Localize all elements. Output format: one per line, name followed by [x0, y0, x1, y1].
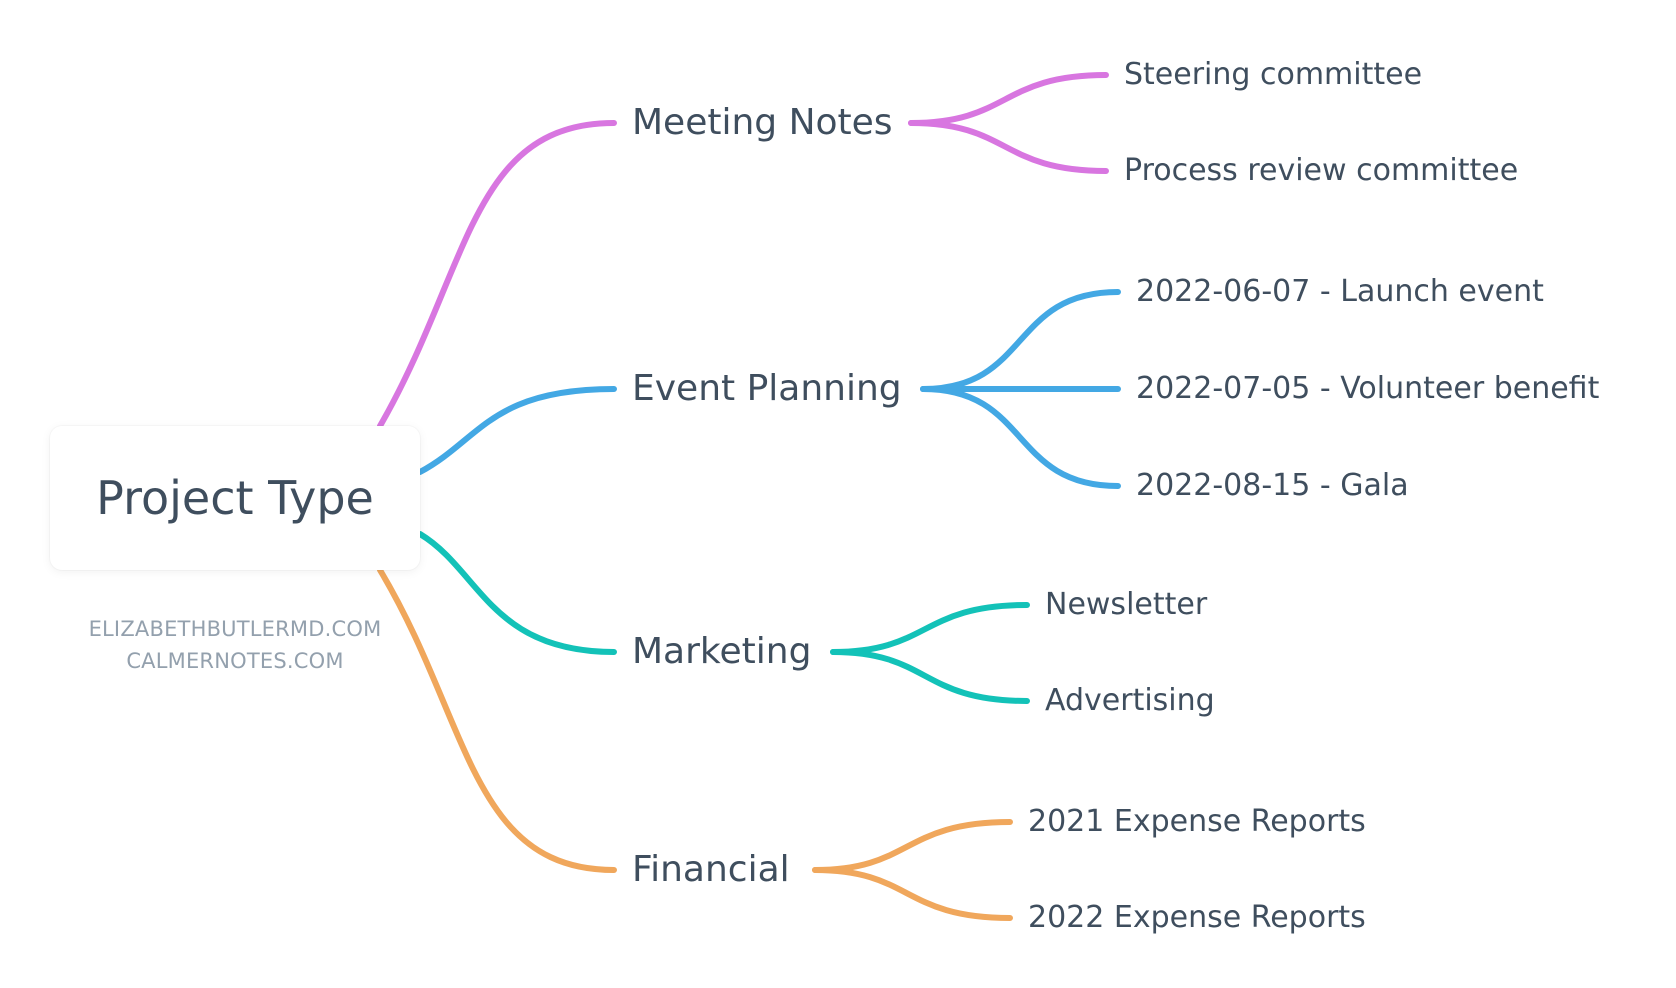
edge-event-planning-gala [920, 386, 1121, 489]
leaf-node-2021-expense-reports[interactable]: 2021 Expense Reports [1028, 804, 1366, 839]
edge-meeting-notes-process-review [908, 120, 1109, 174]
edge-marketing-newsletter [830, 602, 1030, 655]
edge-root-marketing [417, 531, 617, 655]
edge-financial-2021 [812, 819, 1013, 873]
leaf-node-2022-expense-reports[interactable]: 2022 Expense Reports [1028, 900, 1366, 935]
branch-node-financial[interactable]: Financial [632, 849, 790, 890]
watermark-line-2: CALMERNOTES.COM [126, 649, 344, 673]
edge-root-financial [377, 567, 617, 873]
watermark-line-1: ELIZABETHBUTLERMD.COM [88, 617, 382, 641]
leaf-node-steering-committee[interactable]: Steering committee [1124, 57, 1423, 92]
edge-marketing-advertising [830, 649, 1030, 704]
leaf-node-gala[interactable]: 2022-08-15 - Gala [1136, 468, 1409, 503]
edge-financial-2022 [812, 867, 1013, 921]
leaf-node-newsletter[interactable]: Newsletter [1045, 587, 1208, 622]
root-node[interactable]: Project Type [50, 426, 420, 570]
branch-node-meeting-notes[interactable]: Meeting Notes [632, 102, 893, 143]
edge-root-event-planning [417, 386, 617, 475]
edge-root-meeting-notes [377, 120, 617, 429]
edge-event-planning-launch [920, 289, 1121, 392]
leaf-node-advertising[interactable]: Advertising [1045, 683, 1215, 718]
root-node-label: Project Type [96, 471, 374, 525]
edge-meeting-notes-steering [908, 72, 1109, 126]
branch-node-event-planning[interactable]: Event Planning [632, 368, 902, 409]
leaf-node-volunteer-benefit[interactable]: 2022-07-05 - Volunteer benefit [1136, 371, 1600, 406]
leaf-node-launch-event[interactable]: 2022-06-07 - Launch event [1136, 274, 1544, 309]
branch-node-marketing[interactable]: Marketing [632, 631, 812, 672]
leaf-node-process-review-committee[interactable]: Process review committee [1124, 153, 1519, 188]
